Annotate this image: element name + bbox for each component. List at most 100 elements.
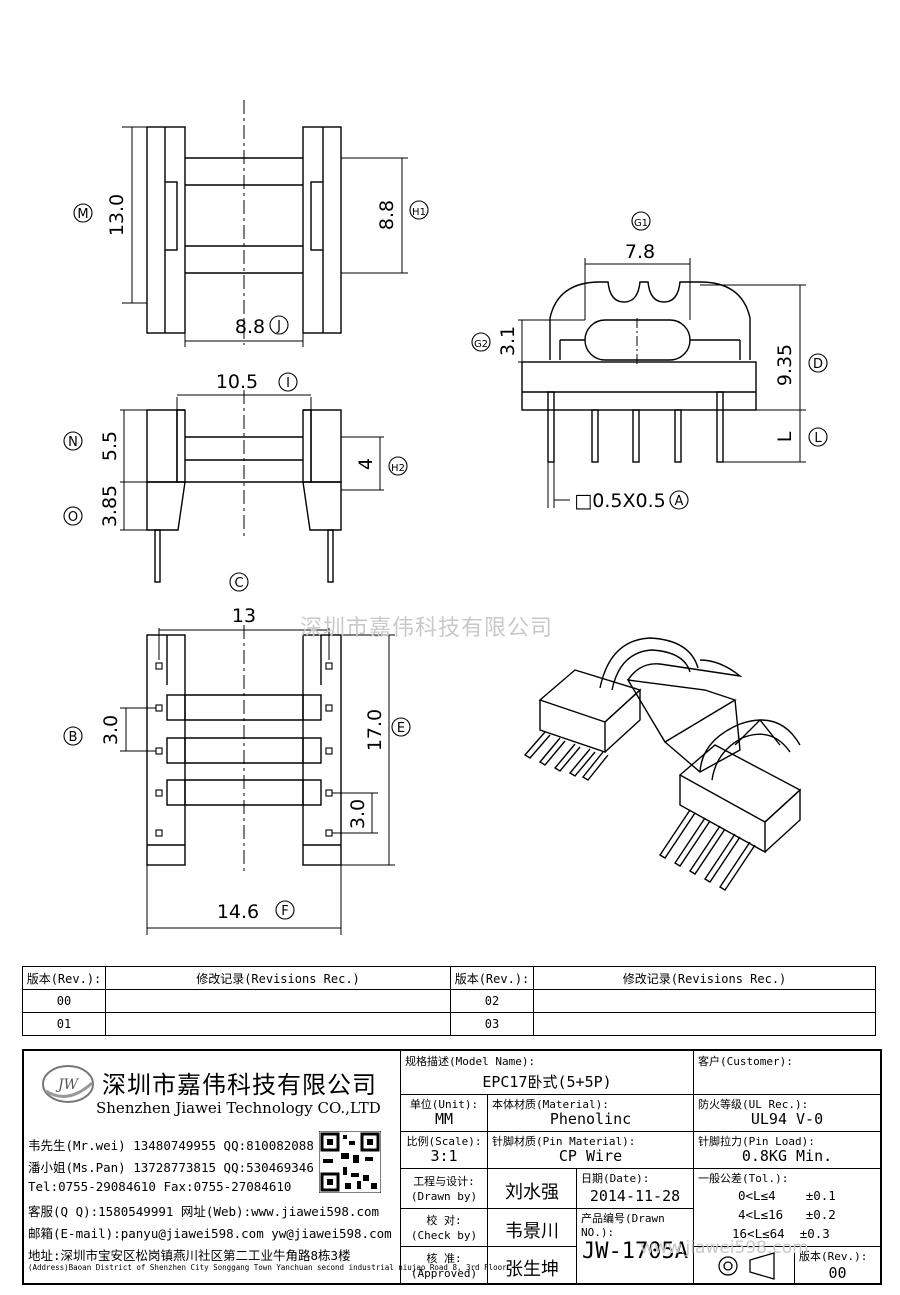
- dim-h1: 8.8: [376, 200, 398, 230]
- iso-pins-left: [523, 731, 609, 781]
- tol-row-3: 16<L≤64 ±0.3: [732, 1226, 830, 1241]
- rev-value: 00: [828, 1264, 847, 1282]
- rev-cell: 01: [22, 1012, 106, 1036]
- dim-h2: 4: [355, 458, 377, 470]
- dim-a: □0.5X0.5: [574, 490, 665, 512]
- check-by-value: 韦景川: [487, 1208, 576, 1246]
- address-en: (Address)Baoan District of Shenzhen City…: [28, 1263, 507, 1272]
- dim-m: 13.0: [106, 194, 128, 236]
- label-l: L: [814, 431, 822, 446]
- material-cell: 本体材质(Material): Phenolinc: [487, 1094, 693, 1131]
- top-view: [122, 100, 408, 347]
- label-h2: H2: [391, 463, 405, 474]
- scale-cell: 比例(Scale): 3:1: [400, 1131, 487, 1168]
- dim-g2: 3.1: [497, 326, 519, 356]
- iso-pins-right: [659, 809, 756, 891]
- title-block: JW 深圳市嘉伟科技有限公司 Shenzhen Jiawei Technolog…: [22, 1049, 882, 1285]
- bottom-view: [120, 625, 395, 935]
- dim-b: 3.0: [100, 715, 122, 745]
- company-logo: JW: [42, 1065, 94, 1103]
- isometric-view: [523, 637, 802, 891]
- tolerance-cell: 一般公差(Tol.): 0<L≤4 ±0.1 4<L≤16 ±0.2 16<L≤…: [693, 1168, 880, 1246]
- dim-j: 8.8: [235, 316, 265, 338]
- pin-load-value: 0.8KG Min.: [741, 1147, 833, 1165]
- rev-cell: 02: [450, 989, 534, 1013]
- drawn-no-cell: 产品编号(Drawn NO.): JW-1705A: [576, 1208, 693, 1285]
- unit-cell: 单位(Unit): MM: [400, 1094, 487, 1131]
- label-g1: G1: [634, 218, 648, 229]
- projection-symbol-cell: [693, 1246, 794, 1285]
- model-cell: 规格描述(Model Name): EPC17卧式(5+5P): [400, 1051, 693, 1094]
- contact-5: 邮箱(E-mail):panyu@jiawei598.com yw@jiawei…: [28, 1226, 392, 1241]
- rev-cell: 03: [450, 1012, 534, 1036]
- front-view: [120, 390, 384, 583]
- ul-cell: 防火等级(UL Rec.): UL94 V-0: [693, 1094, 880, 1131]
- side-view: [518, 258, 806, 508]
- dim-i: 10.5: [216, 371, 258, 393]
- pin-material-cell: 针脚材质(Pin Material): CP Wire: [487, 1131, 693, 1168]
- ul-value: UL94 V-0: [750, 1110, 824, 1128]
- rev-cell-title: 版本(Rev.): 00: [794, 1246, 880, 1285]
- dim-n: 5.5: [99, 431, 121, 461]
- projection-symbol-icon: [718, 1252, 775, 1280]
- scale-value: 3:1: [430, 1147, 458, 1165]
- label-o: O: [68, 510, 78, 525]
- qr-code-icon: [319, 1131, 381, 1193]
- watermark-url: www.jiawei598.com: [640, 1238, 809, 1258]
- contact-4: 客服(Q Q):1580549991 网址(Web):www.jiawei598…: [28, 1204, 380, 1219]
- technical-drawing: M H1 J G1 G2 D L N O I H2 A C B E F 13.0…: [63, 100, 828, 935]
- dim-d: 9.35: [774, 344, 796, 386]
- label-e: E: [397, 721, 405, 736]
- company-name-en: Shenzhen Jiawei Technology CO.,LTD: [96, 1099, 381, 1117]
- company-name-cn: 深圳市嘉伟科技有限公司: [102, 1071, 377, 1099]
- label-g2: G2: [474, 339, 488, 350]
- label-n: N: [68, 435, 78, 450]
- model-value: EPC17卧式(5+5P): [482, 1073, 612, 1091]
- dim-o: 3.85: [99, 485, 121, 527]
- drawn-no-value: JW-1705A: [582, 1239, 688, 1264]
- dim-l: L: [774, 431, 796, 442]
- dim-g1: 7.8: [625, 241, 655, 263]
- rev-header-2: 版本(Rev.):: [450, 966, 534, 990]
- approved-value: 张生坤: [487, 1246, 576, 1285]
- label-d: D: [813, 357, 823, 372]
- rec-cell: [105, 989, 451, 1013]
- tol-row-2: 4<L≤16 ±0.2: [738, 1207, 836, 1222]
- label-c: C: [234, 576, 243, 591]
- rec-header: 修改记录(Revisions Rec.): [105, 966, 451, 990]
- unit-value: MM: [434, 1110, 454, 1128]
- drawn-by-label: 工程与设计: (Drawn by): [400, 1168, 487, 1208]
- label-m: M: [77, 207, 88, 222]
- svg-text:JW: JW: [55, 1077, 80, 1093]
- contact-2: 潘小姐(Ms.Pan) 13728773815 QQ:530469346: [28, 1160, 314, 1175]
- label-a: A: [675, 494, 684, 509]
- date-cell: 日期(Date): 2014-11-28: [576, 1168, 693, 1208]
- label-i: I: [286, 376, 290, 391]
- rec-header-2: 修改记录(Revisions Rec.): [533, 966, 876, 990]
- tol-row-1: 0<L≤4 ±0.1: [738, 1188, 836, 1203]
- contact-3: Tel:0755-29084610 Fax:0755-27084610: [28, 1179, 292, 1194]
- address-cn: 地址:深圳市宝安区松岗镇燕川社区第二工业牛角路8栋3楼: [28, 1248, 351, 1263]
- watermark: 深圳市嘉伟科技有限公司: [300, 616, 554, 641]
- revisions-table: 版本(Rev.): 修改记录(Revisions Rec.) 版本(Rev.):…: [22, 966, 876, 1036]
- label-j: J: [276, 319, 281, 334]
- dim-e: 17.0: [364, 709, 386, 751]
- check-by-label: 校 对: (Check by): [400, 1208, 487, 1246]
- customer-cell: 客户(Customer):: [693, 1051, 880, 1094]
- dim-c: 13: [232, 605, 256, 627]
- material-value: Phenolinc: [549, 1110, 632, 1128]
- dim-b2: 3.0: [347, 799, 369, 829]
- label-h1: H1: [412, 207, 426, 218]
- rev-cell: 00: [22, 989, 106, 1013]
- rec-cell: [105, 1012, 451, 1036]
- date-value: 2014-11-28: [589, 1187, 681, 1205]
- dim-f: 14.6: [217, 901, 259, 923]
- approved-label: 核 准: (Approved): [400, 1246, 487, 1285]
- reference-circles: [63, 200, 828, 920]
- rec-cell: [533, 1012, 876, 1036]
- rev-header: 版本(Rev.):: [22, 966, 106, 990]
- pin-material-value: CP Wire: [558, 1147, 623, 1165]
- drawn-by-value: 刘水强: [487, 1168, 576, 1208]
- side-pins: [547, 391, 724, 463]
- contact-1: 韦先生(Mr.wei) 13480749955 QQ:810082088: [28, 1138, 314, 1153]
